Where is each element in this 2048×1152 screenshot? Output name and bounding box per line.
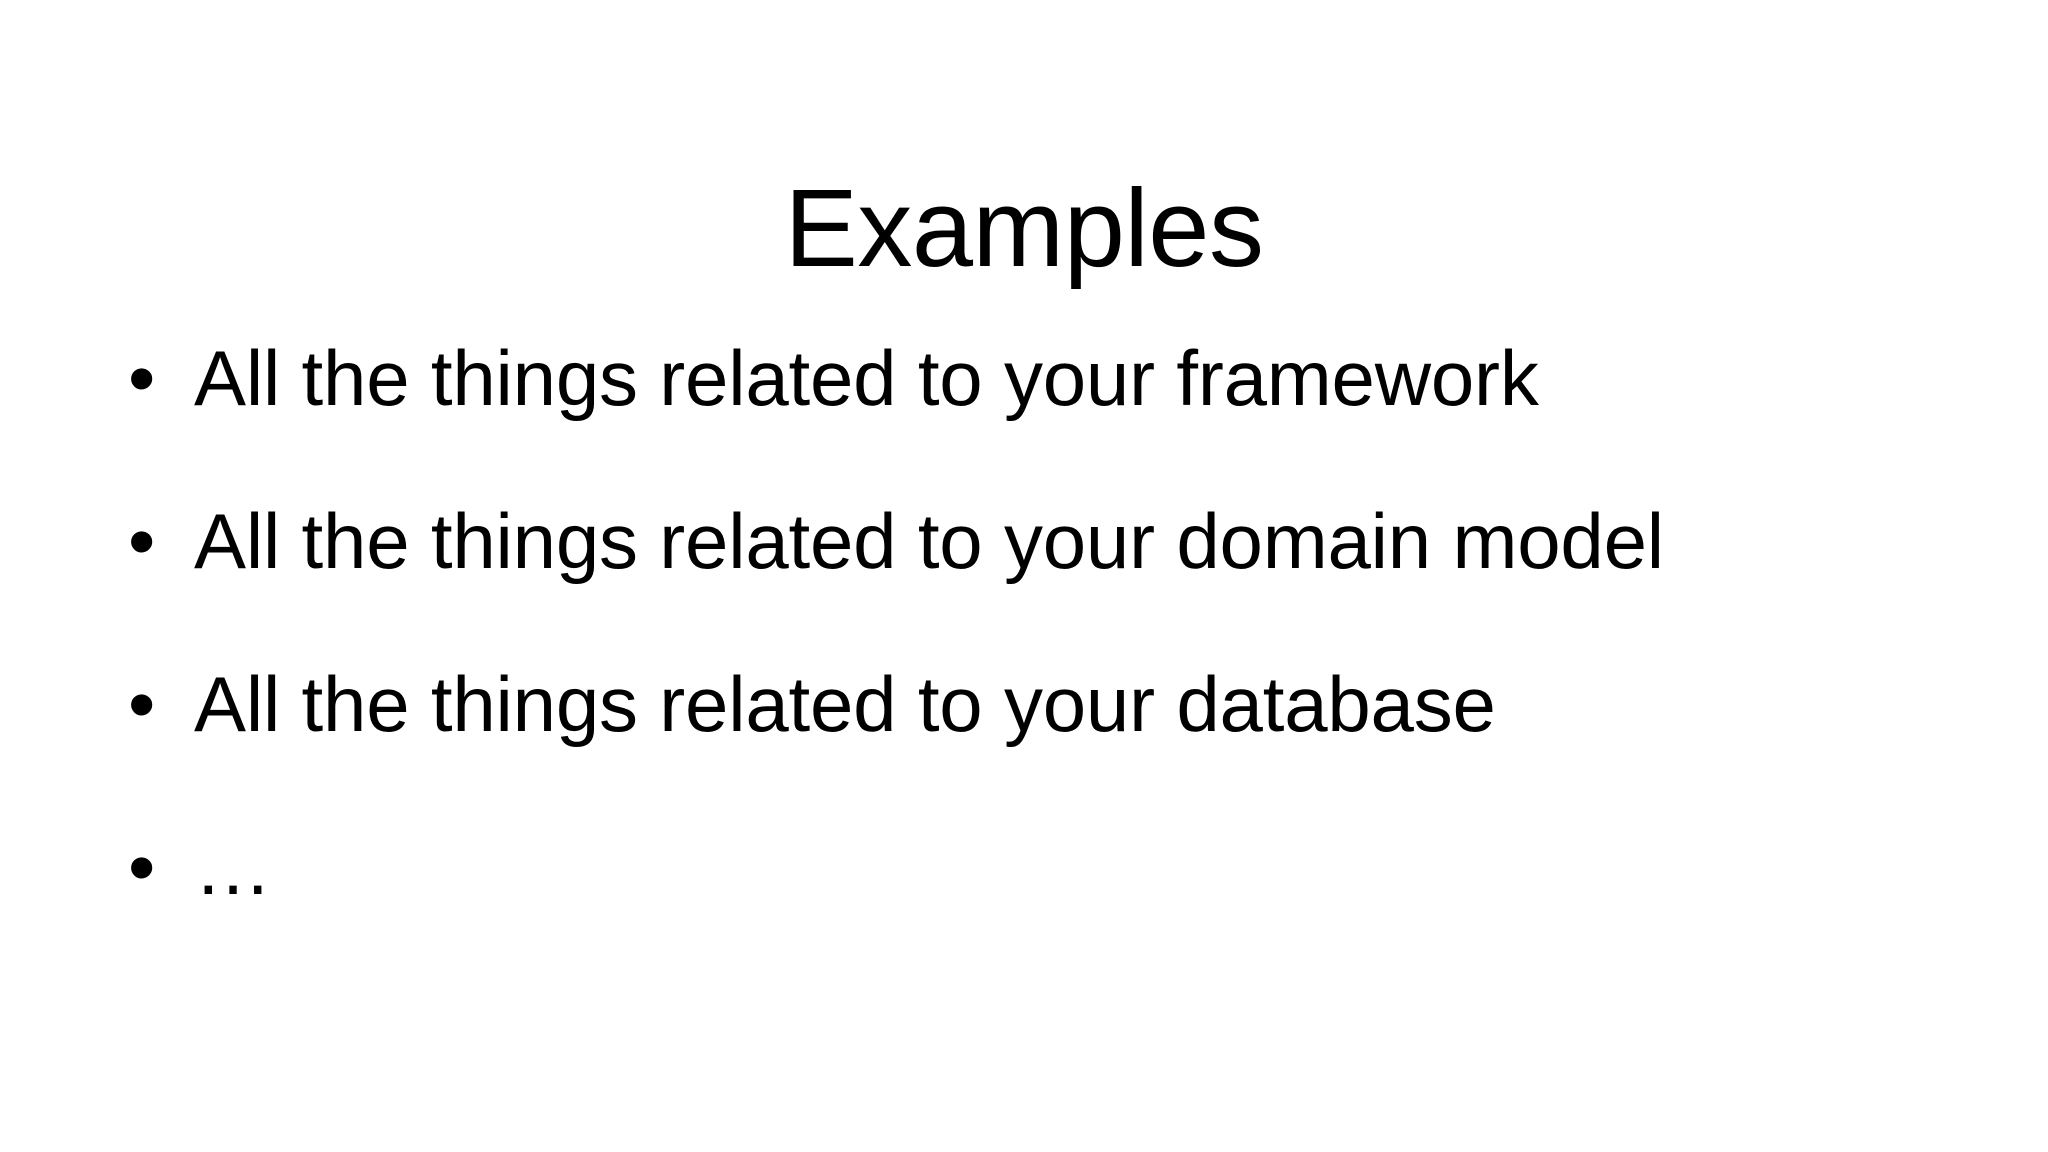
list-item: • All the things related to your databas… bbox=[128, 656, 1928, 819]
list-item: • All the things related to your framewo… bbox=[128, 330, 1928, 493]
bullet-point-icon: • bbox=[128, 497, 156, 585]
page-title: Examples bbox=[784, 166, 1264, 290]
list-item-label: … bbox=[194, 823, 272, 911]
list-item: • All the things related to your domain … bbox=[128, 493, 1928, 656]
bullet-point-icon: • bbox=[128, 823, 156, 911]
list-item-label: All the things related to your domain mo… bbox=[194, 497, 1664, 585]
bullet-list: • All the things related to your framewo… bbox=[128, 330, 1928, 982]
list-item: • … bbox=[128, 819, 1928, 982]
bullet-point-icon: • bbox=[128, 334, 156, 422]
bullet-point-icon: • bbox=[128, 660, 156, 748]
list-item-label: All the things related to your framework bbox=[194, 334, 1539, 422]
list-item-label: All the things related to your database bbox=[194, 660, 1496, 748]
